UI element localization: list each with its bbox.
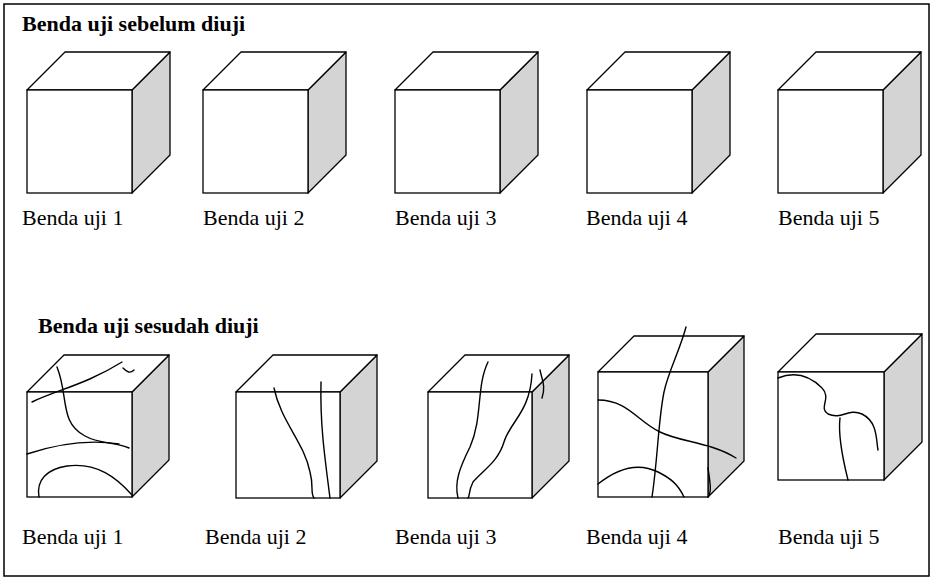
section-heading: Benda uji sebelum diuji <box>22 11 245 37</box>
specimen-label: Benda uji 2 <box>203 205 304 231</box>
crack-line <box>39 465 132 497</box>
crack-line <box>598 400 736 458</box>
cube-front-face <box>27 90 132 193</box>
crack-line <box>457 362 488 498</box>
specimen-label: Benda uji 2 <box>205 524 306 550</box>
specimen-label: Benda uji 1 <box>22 205 123 231</box>
specimen-label: Benda uji 4 <box>586 205 687 231</box>
specimen-label: Benda uji 1 <box>22 524 123 550</box>
crack-line <box>540 370 544 398</box>
crack-line <box>839 418 848 480</box>
crack-line <box>778 375 878 450</box>
cube-drawing <box>592 330 750 503</box>
border-rect <box>4 4 929 576</box>
cube-front-face <box>587 90 692 193</box>
crack-line <box>32 362 122 402</box>
cube-top-face <box>27 52 170 90</box>
cube-drawing <box>581 46 736 199</box>
cube-front-face <box>236 392 340 498</box>
crack-line <box>274 388 314 498</box>
cube-top-face <box>27 355 169 392</box>
specimen-label: Benda uji 5 <box>778 205 879 231</box>
cube-front-face <box>778 90 883 193</box>
crack-line <box>27 442 119 454</box>
crack-line <box>708 468 710 497</box>
cube-drawing <box>422 349 575 504</box>
specimen-label: Benda uji 3 <box>395 205 496 231</box>
cube-drawing <box>197 46 352 199</box>
cube-drawing <box>772 328 928 486</box>
cube-top-face <box>598 336 744 372</box>
cube-front-face <box>395 90 500 193</box>
cube-top-face <box>428 355 569 392</box>
crack-line <box>468 374 532 498</box>
cube-drawing <box>21 349 175 503</box>
section-heading: Benda uji sesudah diuji <box>38 313 259 339</box>
crack-line <box>123 368 134 372</box>
cube-top-face <box>236 355 377 392</box>
cube-front-face <box>428 392 532 498</box>
crack-line <box>321 382 330 498</box>
cube-top-face <box>778 334 922 372</box>
specimen-label: Benda uji 4 <box>586 524 687 550</box>
cube-front-face <box>598 372 708 497</box>
cube-drawing <box>389 46 544 199</box>
crack-line <box>598 467 684 497</box>
cube-front-face <box>778 372 884 480</box>
specimen-label: Benda uji 3 <box>395 524 496 550</box>
cube-drawing <box>21 46 176 199</box>
cube-top-face <box>395 52 538 90</box>
cube-drawing <box>772 46 927 199</box>
cube-front-face <box>203 90 308 193</box>
cube-drawing <box>230 349 383 504</box>
cube-top-face <box>203 52 346 90</box>
cube-top-face <box>778 52 921 90</box>
cube-top-face <box>587 52 730 90</box>
crack-line <box>57 367 129 448</box>
specimen-label: Benda uji 5 <box>778 524 879 550</box>
